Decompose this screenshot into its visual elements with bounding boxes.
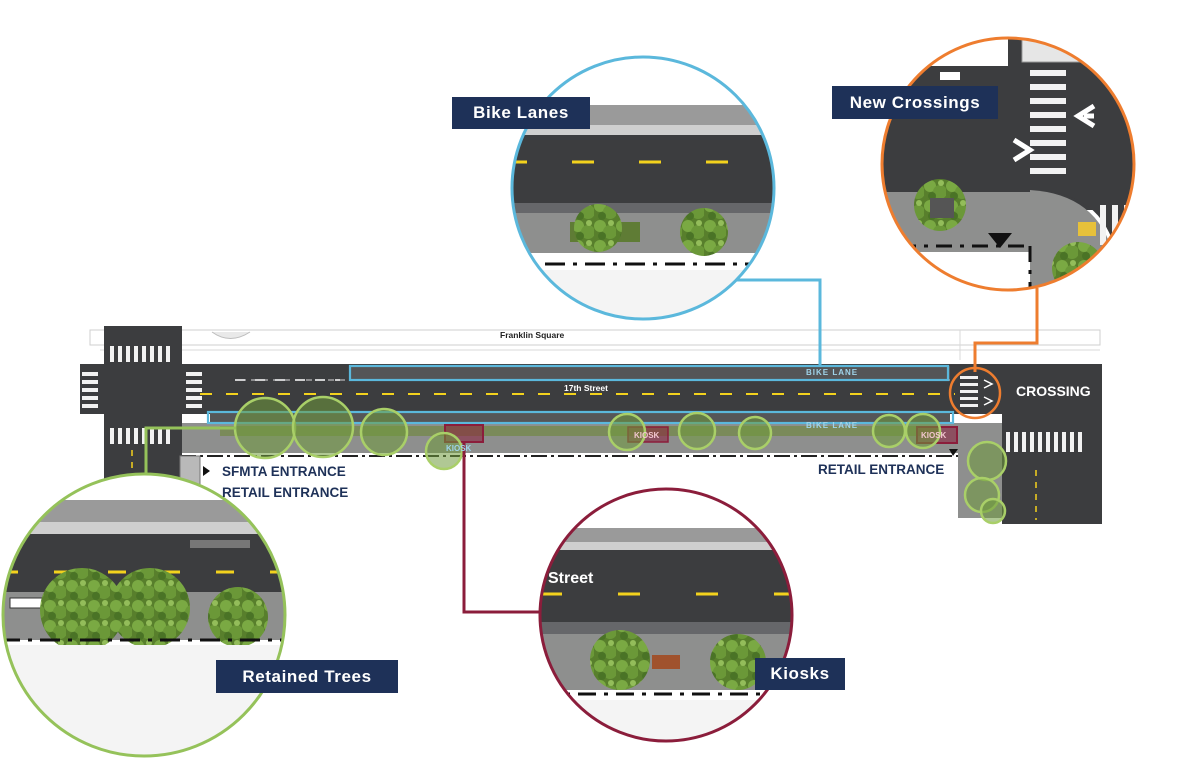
park-label: Franklin Square (500, 330, 565, 340)
kiosk-label-1: KIOSK (446, 444, 472, 453)
bike-lane-label-north: BIKE LANE (806, 368, 859, 377)
bike-lanes-detail-ring (510, 55, 776, 321)
retail-entrance-left-label: RETAIL ENTRANCE (222, 485, 349, 500)
south-planting-strip (220, 426, 940, 436)
kiosks-detail-ring (538, 487, 794, 743)
west-crosswalk-east (186, 372, 202, 408)
east-crosswalk-new (960, 376, 978, 407)
retail-entrance-right-label: RETAIL ENTRANCE (818, 462, 945, 477)
west-crosswalk-south (110, 428, 170, 444)
west-crosswalk-west (82, 372, 98, 408)
retail-entrance-arrow-right (949, 449, 958, 456)
connector-new-crossings (973, 288, 1039, 372)
kiosks-callout: Kiosks (755, 658, 845, 690)
new-crossings-detail (882, 38, 1134, 290)
east-cross-street (1002, 364, 1102, 524)
crossing-highlight-ring (948, 366, 1002, 420)
retained-tree-markers (233, 395, 1008, 525)
retained-trees-detail (3, 474, 285, 756)
park-outline (89, 329, 1101, 346)
north-bike-lane-strip (350, 366, 950, 379)
bike-lane-outline-south (206, 410, 955, 425)
connector-retained-trees (144, 426, 236, 490)
street-label: 17th Street (564, 383, 608, 393)
bike-lanes-callout: Bike Lanes (452, 97, 590, 129)
south-bike-lane-strip (210, 413, 950, 423)
retained-trees-detail-ring (1, 472, 287, 758)
west-crosswalk-north (110, 346, 170, 362)
connector-kiosks (462, 442, 542, 614)
crossing-label: CROSSING (1016, 383, 1091, 399)
east-crosswalk-south (1006, 432, 1082, 452)
kiosk-detail-street-label: Street (548, 570, 594, 587)
new-crossings-detail-ring (880, 36, 1136, 292)
kiosk-label-2: KIOSK (634, 431, 660, 440)
bike-lane-outline-north (348, 364, 950, 382)
sfmta-entrance-label: SFMTA ENTRANCE (222, 464, 346, 479)
site-plan (80, 326, 1102, 525)
new-crossings-callout: New Crossings (832, 86, 998, 119)
retained-trees-callout: Retained Trees (216, 660, 398, 693)
park-curve (211, 331, 251, 339)
bike-lane-label-south: BIKE LANE (806, 421, 859, 430)
kiosk-label-3: KIOSK (921, 431, 947, 440)
connector-bike-lanes (730, 278, 822, 366)
yield-marks (983, 379, 994, 406)
